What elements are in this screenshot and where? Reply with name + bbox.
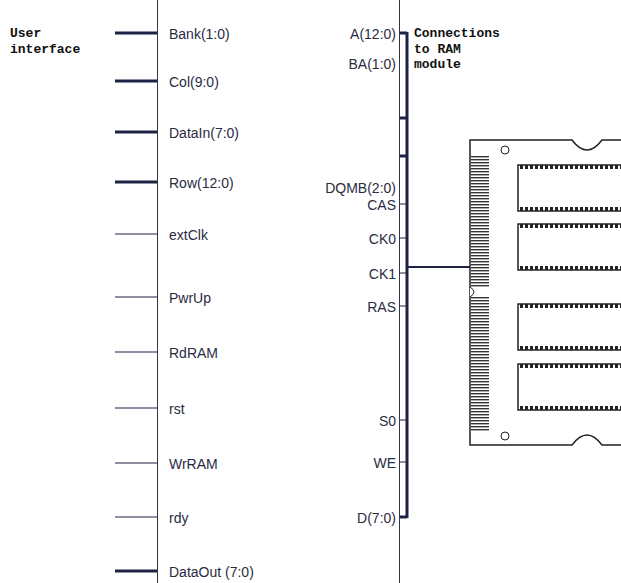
memory-chip — [518, 304, 621, 350]
pin-name: rdy — [169, 510, 188, 526]
pin-name: A(12:0) — [350, 26, 396, 42]
ram-module-picture — [470, 140, 621, 445]
pin-name: D(7:0) — [357, 510, 396, 526]
pin-name: WrRAM — [169, 456, 218, 472]
memory-chip — [518, 224, 621, 270]
memory-chip — [518, 165, 621, 211]
pin-name: Col(9:0) — [169, 74, 219, 90]
pin-name: RAS — [367, 299, 396, 315]
annotation-label: Connections to RAM module — [414, 26, 514, 73]
pin-name: BA(1:0) — [349, 56, 396, 72]
pin-name: DQMB(2:0) — [325, 180, 396, 196]
pin-name: RdRAM — [169, 345, 218, 361]
pin-name: WE — [373, 455, 396, 471]
pin-name: Row(12:0) — [169, 175, 234, 191]
pin-name: CAS — [367, 197, 396, 213]
controller-block: Bank(1:0) Col(9:0) DataIn(7:0) Row(12:0) ext… — [157, 0, 400, 583]
pin-name: extClk — [169, 227, 208, 243]
pin-name: DataIn(7:0) — [169, 125, 239, 141]
pin-name: CK1 — [369, 266, 396, 282]
pin-name: S0 — [379, 413, 396, 429]
pin-name: Bank(1:0) — [169, 26, 230, 42]
annotation-label: User interface — [10, 26, 90, 57]
ram-bus-wires — [399, 32, 472, 518]
pin-name: PwrUp — [169, 290, 211, 306]
user-side-wires — [115, 33, 157, 571]
pin-name: DataOut (7:0) — [169, 564, 254, 580]
memory-chip — [518, 364, 621, 410]
pin-name: CK0 — [369, 231, 396, 247]
pin-name: rst — [169, 401, 185, 417]
